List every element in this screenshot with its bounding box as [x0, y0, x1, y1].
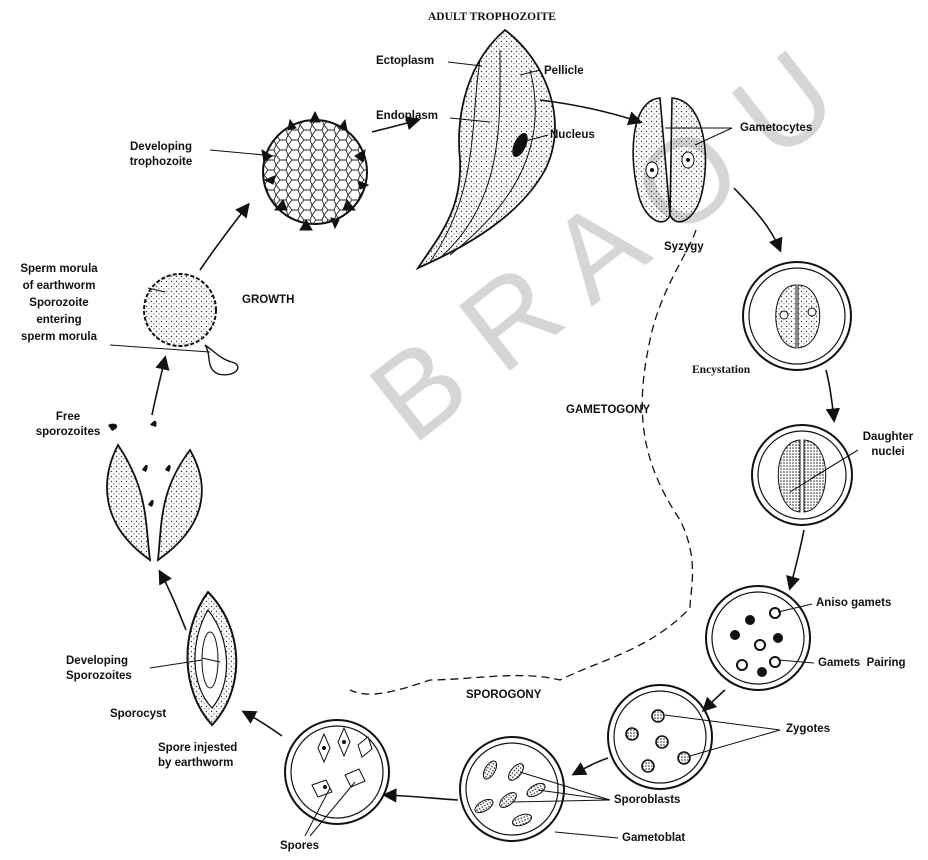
- free-sporozoites-line-2: sporozoites: [26, 425, 110, 440]
- developing-sporozoites-line-1: Developing: [66, 654, 132, 669]
- sperm-morula: [144, 274, 238, 375]
- spore-cyst: [285, 720, 389, 824]
- ectoplasm-label: Ectoplasm: [376, 54, 434, 69]
- anisogamete-cyst: [706, 586, 810, 690]
- developing-sporozoites-line-2: Sporozoites: [66, 669, 132, 684]
- pellicle-label: Pellicle: [544, 64, 584, 79]
- sperm-morula-line-4: entering: [4, 312, 114, 329]
- developing-sporozoites-label: Developing Sporozoites: [66, 654, 132, 684]
- developing-trophozoite-label: Developing trophozoite: [116, 140, 206, 170]
- gametoblat-label: Gametoblat: [622, 831, 685, 846]
- zygote-cyst: [608, 685, 712, 789]
- adult-trophozoite: [418, 30, 555, 268]
- gametogony-phase-label: GAMETOGONY: [566, 403, 650, 418]
- spore-injested-label: Spore injested by earthworm: [158, 741, 237, 771]
- sporoblasts-label: Sporoblasts: [614, 793, 680, 808]
- sperm-morula-label: Sperm morula of earthworm Sporozoite ent…: [4, 261, 114, 346]
- nucleus-label: Nucleus: [550, 128, 595, 143]
- daughter-nuclei-cyst: [752, 425, 852, 525]
- zygotes-label: Zygotes: [786, 722, 830, 737]
- developing-trophozoite: [262, 112, 368, 230]
- encystation-label: Encystation: [692, 363, 750, 378]
- spore-injested-line-1: Spore injested: [158, 741, 237, 756]
- syzygy-label: Syzygy: [664, 240, 704, 255]
- sporocyst: [187, 592, 236, 725]
- gametocytes-label: Gametocytes: [740, 121, 812, 136]
- developing-trophozoite-line-2: trophozoite: [116, 155, 206, 170]
- growth-phase-label: GROWTH: [242, 293, 294, 308]
- sperm-morula-line-5: sperm morula: [4, 329, 114, 346]
- spore-injested-line-2: by earthworm: [158, 756, 237, 771]
- daughter-nuclei-line-2: nuclei: [858, 445, 918, 460]
- sporocyst-label: Sporocyst: [110, 707, 166, 722]
- spores-label: Spores: [280, 839, 319, 854]
- daughter-nuclei-line-1: Daughter: [858, 430, 918, 445]
- sperm-morula-line-3: Sporozoite: [4, 295, 114, 312]
- developing-trophozoite-line-1: Developing: [116, 140, 206, 155]
- syzygy-gametocytes: [633, 98, 705, 222]
- adult-trophozoite-title: ADULT TROPHOZOITE: [428, 10, 556, 25]
- aniso-gamets-label: Aniso gamets: [816, 596, 891, 611]
- phase-boundary-line: [350, 230, 696, 694]
- gamets-pairing-label: Gamets Pairing: [818, 656, 906, 671]
- endoplasm-label: Endoplasm: [376, 109, 438, 124]
- free-sporozoites-line-1: Free: [26, 410, 110, 425]
- daughter-nuclei-label: Daughter nuclei: [858, 430, 918, 460]
- sperm-morula-line-1: Sperm morula: [4, 261, 114, 278]
- encystation-cyst: [743, 262, 851, 370]
- sporogony-phase-label: SPOROGONY: [466, 688, 541, 703]
- free-sporozoites: [107, 421, 202, 560]
- sperm-morula-line-2: of earthworm: [4, 278, 114, 295]
- free-sporozoites-label: Free sporozoites: [26, 410, 110, 440]
- sporoblast-cyst: [460, 737, 564, 841]
